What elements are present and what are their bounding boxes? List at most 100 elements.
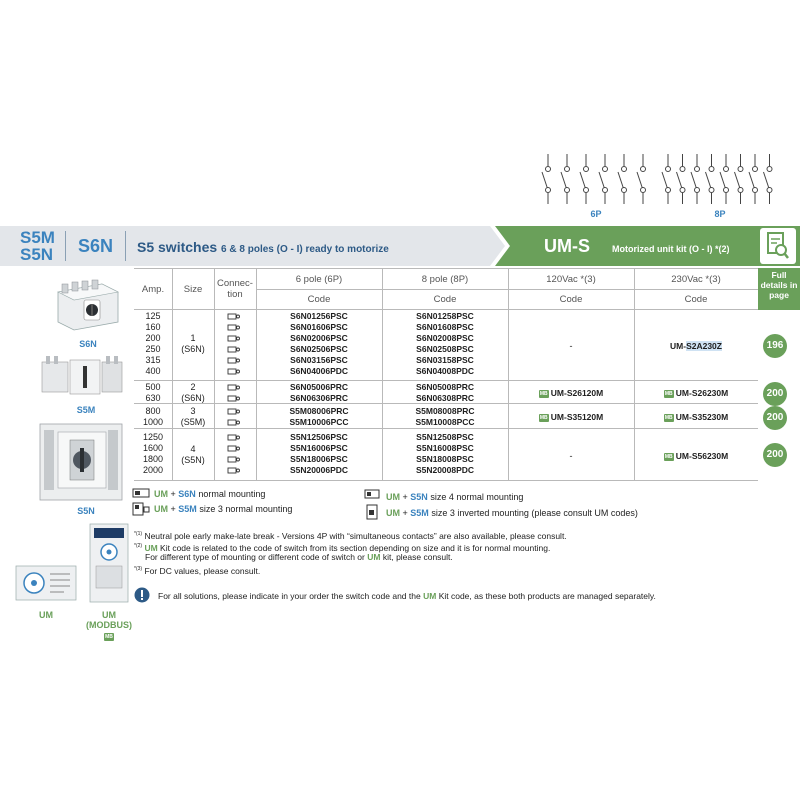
title-main: S5 switches (137, 239, 218, 255)
legend-plus: + (170, 504, 176, 514)
amp-value: 500 (145, 382, 161, 392)
code-list-8p: S5N12508PSC S5N16008PSC S5N18008PSC S5N2… (382, 432, 508, 476)
pole-symbol (690, 171, 698, 191)
product-code: S5N20006PDC (289, 465, 349, 475)
size3-mounting-icon (132, 502, 150, 516)
um-s-title: UM-S (544, 236, 590, 256)
col-header-230vac: 230Vac *(3) (671, 274, 721, 285)
col-header-120vac: 120Vac *(3) (546, 274, 596, 285)
pole-symbol (583, 166, 589, 172)
amp-value: 630 (145, 393, 161, 403)
size-number: 4 (190, 444, 196, 454)
legend-plus: + (170, 489, 176, 499)
amp-list: 500 630 (134, 382, 172, 404)
pole-symbol (640, 187, 646, 193)
legend-switch: S6N (178, 489, 196, 499)
pole-symbol (708, 187, 715, 193)
s6n-switch-image (57, 279, 119, 331)
pole-symbol (665, 187, 671, 193)
pole-symbol (737, 187, 744, 193)
sku-s6n: S6N (78, 236, 114, 256)
legend-switch: S5M (410, 508, 429, 518)
footnote-text: For different type of mounting or differ… (145, 552, 365, 562)
diagram-label-8p: 8P (714, 209, 725, 219)
product-code: S5M08006PRC (289, 406, 349, 416)
legend-um: UM (386, 508, 400, 518)
product-code: S5N12508PSC (416, 432, 474, 442)
section-title: S5 switches 6 & 8 poles (O - I) ready to… (137, 239, 389, 255)
product-code: S6N02506PSC (290, 344, 348, 354)
pole-symbol (694, 166, 700, 172)
legend-text: size 3 inverted mounting (please consult… (431, 508, 638, 518)
pole-symbol (723, 187, 729, 193)
sku-s5n: S5N (20, 245, 54, 264)
pole-symbol (564, 166, 570, 172)
size-number: 2 (190, 382, 196, 392)
um-code-prefix: UM- (670, 341, 687, 351)
pole-symbol (748, 171, 756, 191)
pole-symbol (636, 171, 644, 191)
um-code: UM-S56230M (675, 451, 729, 461)
col-header-connection: Connec-tion (217, 278, 253, 300)
product-label-um: UM (39, 610, 53, 620)
size-cell: 1 (S6N) (172, 333, 214, 355)
page-badge: 200 (763, 406, 787, 430)
footnote-text: Neutral pole early make-late break - Ver… (144, 530, 567, 541)
table-grid (134, 268, 758, 481)
legend-plus: + (402, 492, 408, 502)
product-code: S6N02008PSC (416, 333, 474, 343)
product-code: S6N01608PSC (416, 322, 474, 332)
footnote-um: UM (144, 542, 158, 553)
pole-symbol (661, 171, 669, 191)
pole-symbol (679, 187, 686, 193)
page-badge: 200 (763, 443, 787, 467)
um-modbus-unit-image (89, 523, 129, 603)
header-band-right (495, 226, 800, 266)
footnote-2: *(2) UM Kit code is related to the code … (134, 541, 550, 553)
footnote-marker: *(3) (134, 566, 143, 572)
terminal-connection-icon (227, 408, 240, 426)
product-label-s6n: S6N (79, 339, 97, 349)
code-list-6p: S5M08006PRC S5M10006PCC (256, 406, 382, 428)
pole-symbol (679, 166, 686, 172)
product-code: S5M08008PRC (415, 406, 475, 416)
details-header: Full details in page (758, 268, 800, 310)
footnote-1: *(1) Neutral pole early make-late break … (134, 529, 567, 541)
header-band (0, 226, 800, 266)
modbus-badge: MB (538, 413, 549, 422)
amp-value: 2000 (142, 465, 164, 475)
amp-value: 1000 (142, 417, 164, 427)
size-type: (S6N) (181, 344, 205, 354)
pole-symbol (705, 171, 712, 191)
title-rest: 6 & 8 poles (O - I) ready to motorize (221, 244, 389, 255)
notice-um: UM (423, 591, 437, 601)
size-number: 1 (190, 333, 196, 343)
pole-symbol (621, 166, 627, 172)
pole-symbol (583, 187, 589, 193)
col-header-size: Size (183, 284, 203, 295)
normal-mounting-icon (132, 488, 150, 498)
col-subheader-code: Code (433, 294, 457, 305)
product-code: S5N20008PDC (415, 465, 475, 475)
size4-mounting-icon (364, 489, 380, 499)
connection-icons (226, 312, 244, 380)
product-label-s5m: S5M (76, 405, 96, 415)
pole-symbol (598, 171, 606, 191)
amp-value: 1250 (142, 432, 164, 442)
product-code: S6N01258PSC (416, 311, 474, 321)
terminal-connection-icon (227, 384, 240, 402)
footnote-text: kit, please consult. (382, 552, 453, 562)
amp-value: 1600 (142, 443, 164, 453)
legend-item: UM + S5M size 3 normal mounting (154, 504, 292, 514)
footnote-2-continued: For different type of mounting or differ… (145, 552, 453, 563)
pole-symbol (621, 187, 627, 193)
product-code: S6N01256PSC (290, 311, 348, 321)
amp-value: 1800 (142, 454, 164, 464)
footnote-marker: *(1) (134, 531, 143, 537)
pole-symbol (579, 171, 587, 191)
um-code-230vac: UM-S2A230Z (634, 341, 758, 352)
pole-symbol (708, 166, 715, 172)
pole-symbol (564, 187, 570, 193)
